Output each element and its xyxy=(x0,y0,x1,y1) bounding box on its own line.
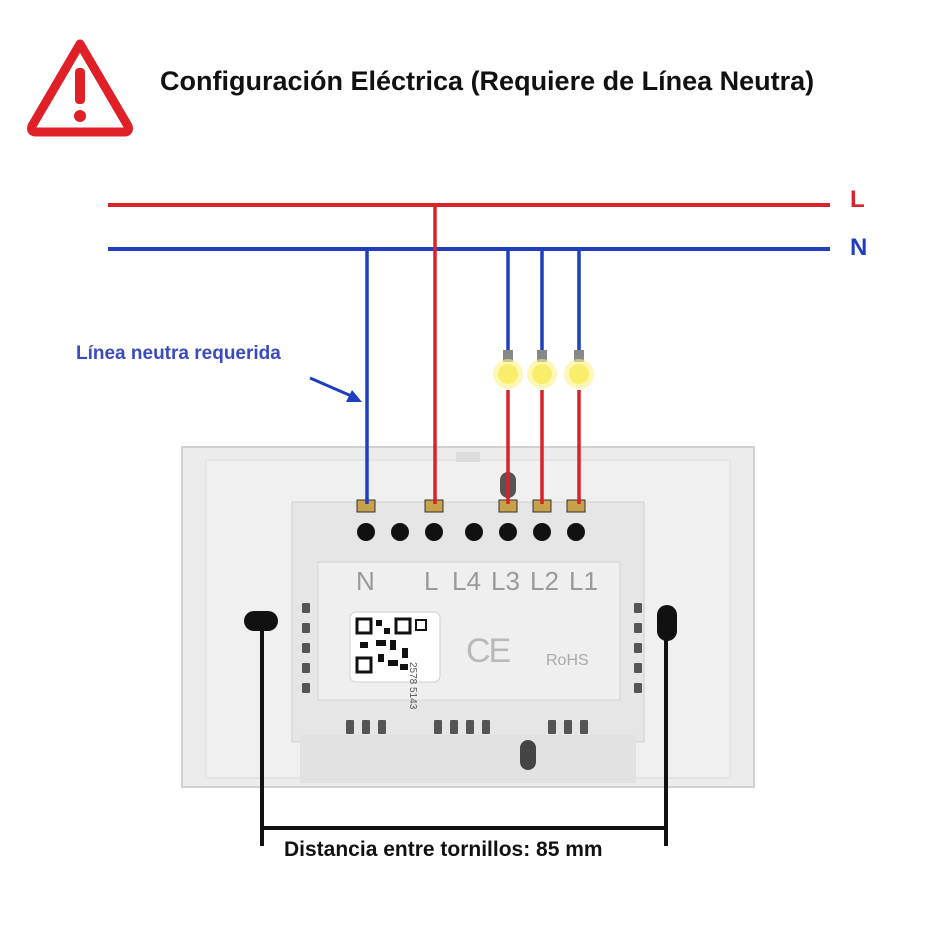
dimension-label: Distancia entre tornillos: 85 mm xyxy=(284,838,603,861)
qr-code xyxy=(349,611,441,683)
lamp-icon xyxy=(564,350,594,389)
lamp-load-wires xyxy=(506,390,581,504)
terminal-label-n: N xyxy=(356,566,375,596)
terminal-label-l1: L1 xyxy=(569,566,598,596)
terminal-label-l2: L2 xyxy=(530,566,559,596)
vent-slots xyxy=(302,603,642,734)
arrow-icon xyxy=(309,376,362,402)
neutral-label: N xyxy=(850,234,868,261)
qr-code-text: 2578 5143 xyxy=(407,662,418,710)
terminal-screws xyxy=(357,523,585,541)
screw-hole-left xyxy=(244,611,278,631)
warning-triangle-icon xyxy=(27,39,133,137)
lamp-icon xyxy=(493,350,523,389)
terminal-label-l3: L3 xyxy=(491,566,520,596)
neutral-note: Línea neutra requerida xyxy=(76,343,281,364)
terminal-label-l: L xyxy=(424,566,439,596)
live-label: L xyxy=(850,186,865,213)
page-title: Configuración Eléctrica (Requiere de Lín… xyxy=(160,66,815,96)
lamp-neutral-wires xyxy=(506,249,581,352)
rohs-mark: RoHS xyxy=(546,652,589,669)
dimension-line xyxy=(260,630,668,846)
screw-hole-right xyxy=(657,605,677,641)
terminal-label-l4: L4 xyxy=(452,566,481,596)
lamp-icon xyxy=(527,350,557,389)
ce-mark: CE xyxy=(466,632,511,670)
